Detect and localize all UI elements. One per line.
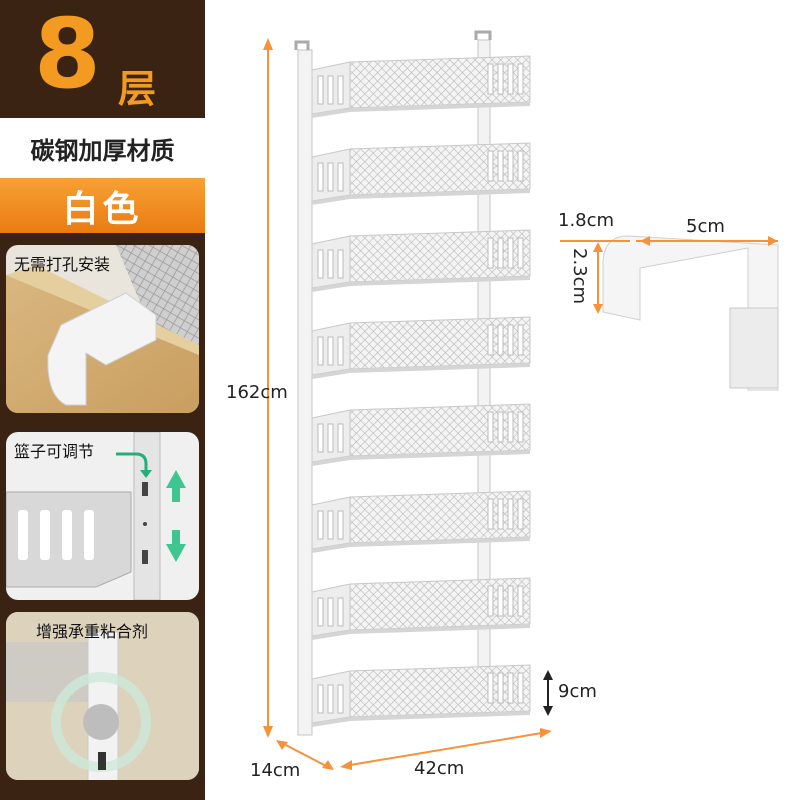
basket	[311, 55, 531, 118]
arrow-up-icon	[166, 470, 186, 502]
door-hook-illustration	[6, 245, 199, 413]
basket	[311, 142, 531, 205]
feature-label-no-drill: 无需打孔安装	[14, 255, 111, 274]
depth-dimension: 14cm	[250, 760, 301, 781]
feature-panel-adhesive: 增强承重粘合剂	[6, 612, 199, 780]
arrow-down-icon	[166, 530, 186, 562]
basket	[311, 664, 531, 727]
feature-label-adjustable: 篮子可调节	[14, 442, 95, 461]
basket	[311, 490, 531, 553]
basket	[311, 577, 531, 640]
layer-count-number: 8	[34, 0, 101, 110]
basket-height-dimension: 9cm	[558, 681, 597, 702]
layer-count-header: 8 层	[0, 0, 205, 118]
basket	[311, 403, 531, 466]
basket	[311, 229, 531, 292]
feature-panel-adjustable: 篮子可调节	[6, 432, 199, 600]
hook-length-dimension: 5cm	[686, 216, 725, 237]
feature-panel-no-drill: 无需打孔安装	[6, 245, 199, 413]
layer-count-unit: 层	[118, 67, 157, 111]
basket	[311, 316, 531, 379]
adjustable-bracket-illustration	[6, 432, 186, 600]
color-option: 白色	[0, 178, 205, 233]
feature-label-adhesive: 增强承重粘合剂	[36, 622, 149, 641]
material-label: 碳钢加厚材质	[0, 118, 205, 178]
width-dimension: 42cm	[414, 758, 465, 779]
baskets-group	[311, 55, 531, 727]
hook-thickness-dimension: 1.8cm	[558, 210, 615, 231]
hook-height-dimension: 2.3cm	[569, 248, 590, 305]
height-dimension: 162cm	[226, 382, 288, 403]
adhesive-illustration	[6, 612, 199, 780]
height-dimension-line	[267, 42, 269, 735]
